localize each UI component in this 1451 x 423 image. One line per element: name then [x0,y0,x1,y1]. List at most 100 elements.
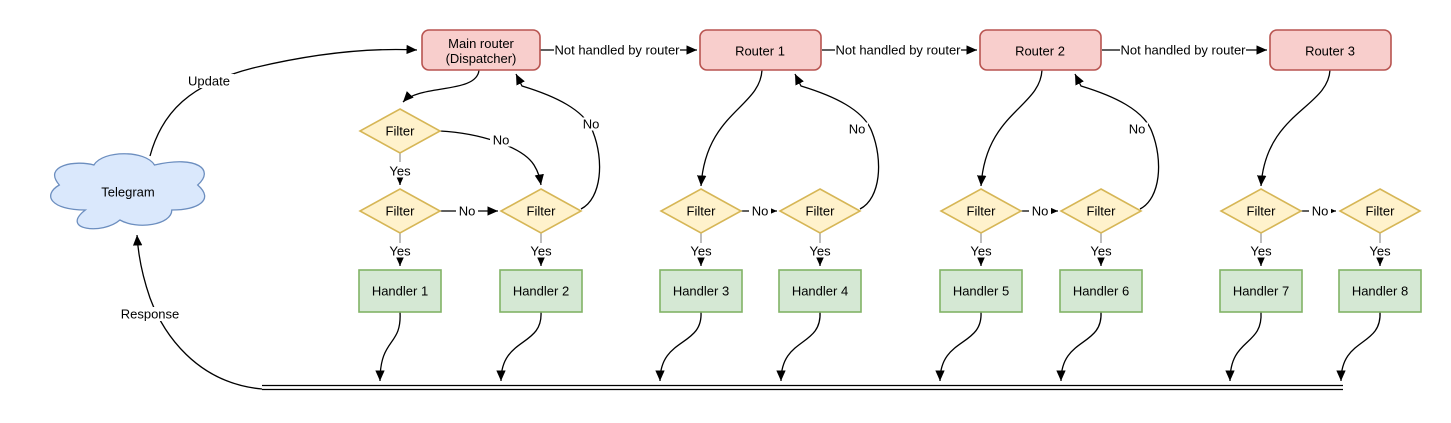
no-loop-r1-bg [846,122,868,136]
yes-2-label: Yes [530,244,552,259]
yes-2-bg [528,244,554,258]
edges [132,44,1385,391]
handler7-box [1219,269,1303,313]
update-label: Update [188,74,230,89]
router2-box [979,29,1102,71]
filter-a-label: Filter [386,124,416,139]
not-handled-1-bg [554,43,680,57]
not-handled-3-label: Not handled by router [1120,43,1246,58]
filter-3-label: Filter [527,204,557,219]
yes-3-label: Yes [690,244,712,259]
telegram-cloud [50,153,206,230]
handler4-box [778,269,862,313]
handler1-box [358,269,442,313]
edge-h7-bus [1225,311,1262,382]
not-handled-3-bg [1120,43,1246,57]
yes-a-bg [387,164,413,178]
filter-9-diamond [1338,188,1422,234]
main-router-label-line2: (Dispatcher) [446,51,517,66]
no-loop-main-label: No [583,117,600,132]
no-r3-label: No [1312,204,1329,219]
yes-5-label: Yes [970,244,992,259]
filter-8-diamond [1219,188,1303,234]
handler7-label: Handler 7 [1233,284,1289,299]
yes-4-label: Yes [809,244,831,259]
filter-7-label: Filter [1087,204,1117,219]
not-handled-2-label: Not handled by router [835,43,961,58]
filter-5-diamond [778,188,862,234]
filter-a-diamond [358,108,442,154]
yes-1-bg [387,244,413,258]
handler2-box [499,269,583,313]
filter-6-diamond [939,188,1023,234]
router3-label: Router 3 [1305,44,1355,59]
yes-5-bg [968,244,994,258]
edge-h3-bus [655,311,702,382]
yes-1-label: Yes [389,244,411,259]
no-loop-main-bg [580,117,602,131]
edge-response [132,234,263,390]
edge-dispatcher-to-filter [402,69,480,103]
filter-7-diamond [1059,188,1143,234]
nodes: Telegram Main router (Dispatcher) Router… [50,29,1422,313]
filter-5-label: Filter [806,204,836,219]
yes-7-label: Yes [1250,244,1272,259]
yes-a-label: Yes [389,164,411,179]
yes-6-bg [1088,244,1114,258]
edge-h5-bus [935,311,982,382]
edge-loop-router2 [1074,73,1160,210]
edge-h8-bus [1336,311,1381,382]
response-label: Response [121,307,180,322]
edge-loop-dispatcher [515,73,601,210]
handler3-box [659,269,743,313]
no-loop-r2-bg [1126,122,1148,136]
edge-filter-a-no [439,130,544,186]
no-r2-label: No [1032,204,1049,219]
edge-router3-to-filter [1257,69,1331,187]
router1-box [699,29,822,71]
no-loop-r1-label: No [849,122,866,137]
edge-labels: Update Response Not handled by router No… [116,43,1393,322]
router3-box [1269,29,1392,71]
filter-2-diamond [358,188,442,234]
no-r2-bg [1029,204,1051,218]
telegram-label: Telegram [101,185,154,200]
handler4-label: Handler 4 [792,284,848,299]
handler1-label: Handler 1 [372,284,428,299]
filter-2-label: Filter [386,204,416,219]
no-loop-r2-label: No [1129,122,1146,137]
filter-4-label: Filter [687,204,717,219]
handler3-label: Handler 3 [673,284,729,299]
handler8-label: Handler 8 [1352,284,1408,299]
yes-8-bg [1367,244,1393,258]
no-r3-bg [1309,204,1331,218]
main-router-box [421,29,541,71]
handler5-label: Handler 5 [953,284,1009,299]
no-main-bg [456,204,478,218]
edge-h4-bus [776,311,821,382]
filter-9-label: Filter [1366,204,1396,219]
yes-7-bg [1248,244,1274,258]
update-label-bg [184,74,234,88]
edge-update [149,44,418,157]
not-handled-2-bg [835,43,961,57]
yes-3-bg [688,244,714,258]
not-handled-1-label: Not handled by router [554,43,680,58]
yes-6-label: Yes [1090,244,1112,259]
no-filter-a-label: No [493,133,510,148]
handler6-box [1059,269,1143,313]
no-filter-a-bg [490,133,512,147]
no-r1-label: No [752,204,769,219]
response-label-bg [116,307,184,321]
handler8-box [1338,269,1422,313]
filter-6-label: Filter [967,204,997,219]
main-router-label-line1: Main router [448,36,514,51]
edge-h2-bus [496,311,542,382]
edge-router1-to-filter [697,69,763,187]
edge-loop-router1 [794,73,880,210]
handler5-box [939,269,1023,313]
filter-4-diamond [659,188,743,234]
filter-8-label: Filter [1247,204,1277,219]
